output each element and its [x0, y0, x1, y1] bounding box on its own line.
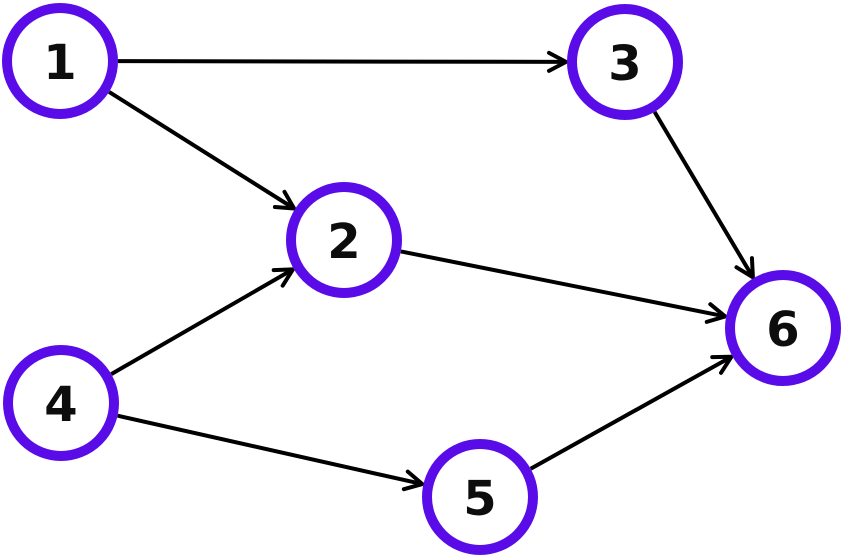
node-1-label: 1 [43, 35, 76, 91]
edge-5-to-6 [529, 354, 734, 471]
edge-3-to-6 [652, 110, 755, 280]
edge-2-to-6 [400, 249, 728, 324]
edge-4-to-2 [110, 267, 295, 376]
nodes-layer: 1 2 3 4 5 6 [2, 3, 841, 555]
edge-4-to-5 [117, 413, 425, 492]
node-6-circle [725, 270, 841, 386]
node-5-label: 5 [463, 471, 496, 527]
node-4: 4 [3, 345, 119, 461]
node-3-label: 3 [608, 36, 641, 92]
node-5: 5 [422, 439, 538, 555]
node-2-label: 2 [327, 214, 360, 270]
node-1: 1 [2, 3, 118, 119]
node-6: 6 [725, 270, 841, 386]
node-3: 3 [567, 4, 683, 120]
node-2: 2 [286, 182, 402, 298]
edge-1-to-2 [108, 90, 297, 211]
edge-1-to-3 [117, 50, 568, 73]
edges-layer [108, 50, 755, 492]
node-4-circle [3, 345, 119, 461]
node-1-circle [2, 3, 118, 119]
node-2-circle [286, 182, 402, 298]
node-4-label: 4 [44, 377, 77, 433]
node-3-circle [567, 4, 683, 120]
node-6-label: 6 [766, 302, 799, 358]
node-5-circle [422, 439, 538, 555]
